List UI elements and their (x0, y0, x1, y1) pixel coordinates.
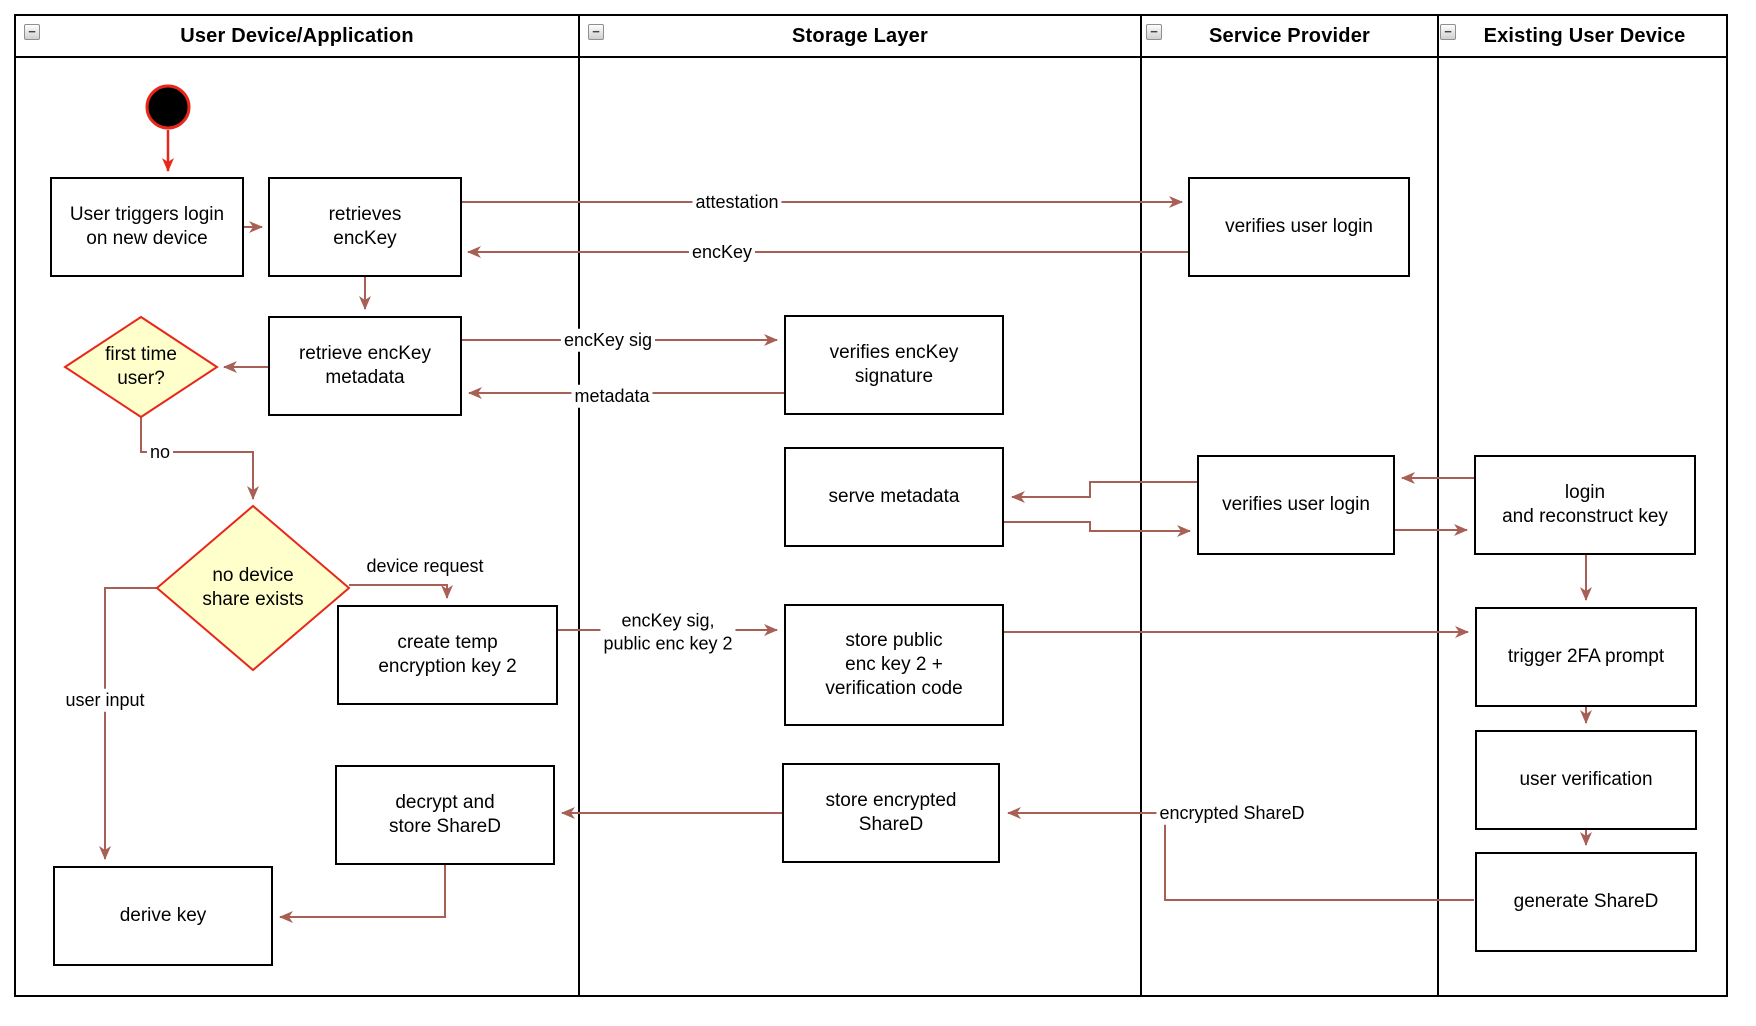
edge-label-device-request: device request (363, 554, 487, 578)
edge-label-enckey: encKey (688, 240, 756, 264)
lane-divider-2 (1140, 14, 1142, 997)
node-serve-metadata[interactable]: serve metadata (784, 447, 1004, 547)
start-node[interactable] (145, 84, 191, 130)
lane-header-row (14, 14, 1728, 58)
lane-divider-3 (1437, 14, 1439, 997)
node-decrypt-and-store-shared[interactable]: decrypt and store ShareD (335, 765, 555, 865)
lane-header-service-provider[interactable]: Service Provider (1142, 14, 1437, 58)
lane-header-user-device[interactable]: User Device/Application (16, 14, 578, 58)
node-create-temp-encryption-key[interactable]: create temp encryption key 2 (337, 605, 558, 705)
node-verifies-enckey-signature[interactable]: verifies encKey signature (784, 315, 1004, 415)
node-store-encrypted-shared[interactable]: store encrypted ShareD (782, 763, 1000, 863)
lane-title-service-provider: Service Provider (1208, 24, 1371, 47)
edge-label-encrypted-shared: encrypted ShareD (1156, 801, 1308, 825)
node-user-verification[interactable]: user verification (1475, 730, 1697, 830)
edge-label-attestation: attestation (692, 190, 782, 214)
decision-label-first-time-user: first time user? (105, 343, 177, 389)
decision-no-device-share[interactable] (155, 504, 351, 672)
decision-label-no-device-share: no device share exists (202, 564, 304, 610)
node-verifies-user-login-1[interactable]: verifies user login (1188, 177, 1410, 277)
node-retrieves-enckey[interactable]: retrieves encKey (268, 177, 462, 277)
edge-label-no: no (146, 440, 174, 464)
swimlane-pool (14, 14, 1728, 997)
lane-title-user-device: User Device/Application (180, 24, 414, 47)
lane-divider-1 (578, 14, 580, 997)
lane-header-storage-layer[interactable]: Storage Layer (580, 14, 1140, 58)
node-retrieve-enckey-metadata[interactable]: retrieve encKey metadata (268, 316, 462, 416)
collapse-icon[interactable]: − (588, 24, 604, 40)
edge-label-metadata: metadata (571, 384, 653, 408)
lane-title-storage-layer: Storage Layer (792, 24, 928, 47)
node-verifies-user-login-2[interactable]: verifies user login (1197, 455, 1395, 555)
lane-header-existing-device[interactable]: Existing User Device (1439, 14, 1730, 58)
node-store-public-enc-key[interactable]: store public enc key 2 + verification co… (784, 604, 1004, 726)
edge-label-user-input: user input (62, 688, 148, 712)
node-user-triggers-login[interactable]: User triggers login on new device (50, 177, 244, 277)
edge-label-enckey-sig-public: encKey sig, public enc key 2 (600, 609, 736, 655)
collapse-icon[interactable]: − (24, 24, 40, 40)
node-trigger-2fa-prompt[interactable]: trigger 2FA prompt (1475, 607, 1697, 707)
node-derive-key[interactable]: derive key (53, 866, 273, 966)
node-generate-shared[interactable]: generate ShareD (1475, 852, 1697, 952)
collapse-icon[interactable]: − (1440, 24, 1456, 40)
lane-title-existing-device: Existing User Device (1483, 24, 1686, 47)
node-login-and-reconstruct-key[interactable]: login and reconstruct key (1474, 455, 1696, 555)
edge-label-enckey-sig: encKey sig (560, 328, 656, 352)
decision-first-time-user[interactable] (63, 315, 219, 419)
collapse-icon[interactable]: − (1146, 24, 1162, 40)
